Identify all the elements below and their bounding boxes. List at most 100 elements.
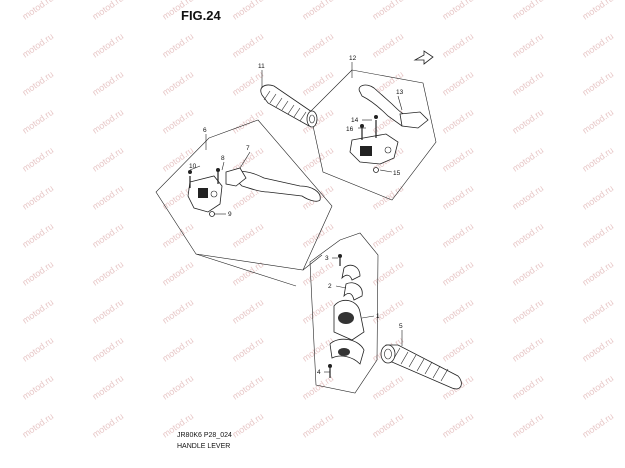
watermark-text: motod.ru [90,107,125,136]
callout-labels: 11 12 13 14 16 15 6 7 8 10 9 3 2 1 5 4 [189,55,404,376]
watermark-text: motod.ru [160,373,195,402]
watermark-text: motod.ru [230,69,265,98]
watermark-text: motod.ru [440,69,475,98]
watermark-text: motod.ru [20,0,55,22]
watermark-text: motod.ru [580,107,615,136]
figure-title: FIG.24 [181,8,221,23]
front-arrow-icon [413,50,434,65]
watermark-text: motod.ru [160,335,195,364]
watermark-text: motod.ru [230,373,265,402]
callout-7: 7 [246,145,250,152]
watermark-text: motod.ru [20,107,55,136]
watermark-text: motod.ru [440,259,475,288]
callout-4: 4 [317,369,321,376]
watermark-text: motod.ru [300,69,335,98]
watermark-text: motod.ru [20,183,55,212]
watermark-text: motod.ru [440,31,475,60]
watermark-text: motod.ru [370,259,405,288]
watermark-text: motod.ru [230,0,265,22]
holder-assembly [328,254,365,378]
watermark-text: motod.ru [20,335,55,364]
watermark-text: motod.ru [580,335,615,364]
watermark-text: motod.ru [20,31,55,60]
watermark-text: motod.ru [300,297,335,326]
watermark-text: motod.ru [580,373,615,402]
watermark-text: motod.ru [90,0,125,22]
watermark-text: motod.ru [20,145,55,174]
watermark-text: motod.ru [440,335,475,364]
watermark-text: motod.ru [160,107,195,136]
left-lever-assembly [187,167,321,217]
watermark-text: motod.ru [580,0,615,22]
callout-12: 12 [349,55,357,62]
watermark-text: motod.ru [370,221,405,250]
callout-3: 3 [325,255,329,262]
watermark-text: motod.ru [20,69,55,98]
watermark-text: motod.ru [510,411,545,440]
watermark-text: motod.ru [90,221,125,250]
watermark-text: motod.ru [20,411,55,440]
watermark-text: motod.ru [510,31,545,60]
watermark-text: motod.ru [90,259,125,288]
watermark-text: motod.ru [580,297,615,326]
figure-code: JR80K6 P28_024 [177,432,232,439]
callout-16: 16 [346,126,354,133]
callout-9: 9 [228,211,232,218]
watermark-text: motod.ru [230,335,265,364]
watermark-text: motod.ru [370,0,405,22]
watermark-text: motod.ru [20,221,55,250]
watermark-text: motod.ru [90,373,125,402]
callout-8: 8 [221,155,225,162]
watermark-text: motod.ru [510,183,545,212]
watermark-text: motod.ru [370,31,405,60]
callout-13: 13 [396,89,404,96]
leader-lines [189,62,403,373]
watermark-text: motod.ru [580,259,615,288]
watermark-text: motod.ru [90,183,125,212]
watermark-text: motod.ru [510,107,545,136]
watermark-text: motod.ru [510,145,545,174]
watermark-text: motod.ru [580,183,615,212]
watermark-text: motod.ru [510,69,545,98]
watermark-text: motod.ru [370,373,405,402]
watermark-text: motod.ru [580,69,615,98]
watermark-text: motod.ru [230,411,265,440]
watermark-text: motod.ru [440,107,475,136]
right-grip-part [380,344,462,390]
callout-5: 5 [399,323,403,330]
watermark-text: motod.ru [300,411,335,440]
watermark-text: motod.ru [370,411,405,440]
watermark-text: motod.ru [300,335,335,364]
watermark-text: motod.ru [580,31,615,60]
watermark-text: motod.ru [20,297,55,326]
watermark-text: motod.ru [230,221,265,250]
watermark-text: motod.ru [580,145,615,174]
watermark-text: motod.ru [90,69,125,98]
group-outline-holder [309,232,379,394]
watermark-text: motod.ru [510,0,545,22]
watermark-pattern: motod.ru motod.ru motod.ru motod.ru motod.ru… [20,0,615,440]
watermark-text: motod.ru [370,297,405,326]
callout-11: 11 [258,63,265,70]
watermark-text: motod.ru [90,297,125,326]
callout-15: 15 [393,170,401,177]
watermark-text: motod.ru [440,221,475,250]
watermark-text: motod.ru [440,297,475,326]
watermark-text: motod.ru [300,31,335,60]
watermark-text: motod.ru [230,31,265,60]
watermark-text: motod.ru [90,145,125,174]
right-lever-assembly [349,84,429,173]
watermark-text: motod.ru [300,0,335,22]
watermark-text: motod.ru [90,335,125,364]
callout-6: 6 [203,127,207,134]
watermark-text: motod.ru [370,183,405,212]
watermark-text: motod.ru [160,69,195,98]
watermark-text: motod.ru [90,411,125,440]
watermark-text: motod.ru [440,411,475,440]
watermark-text: motod.ru [230,107,265,136]
watermark-text: motod.ru [160,31,195,60]
callout-10: 10 [189,163,197,170]
callout-1: 1 [376,313,380,320]
watermark-text: motod.ru [440,183,475,212]
watermark-text: motod.ru [510,335,545,364]
